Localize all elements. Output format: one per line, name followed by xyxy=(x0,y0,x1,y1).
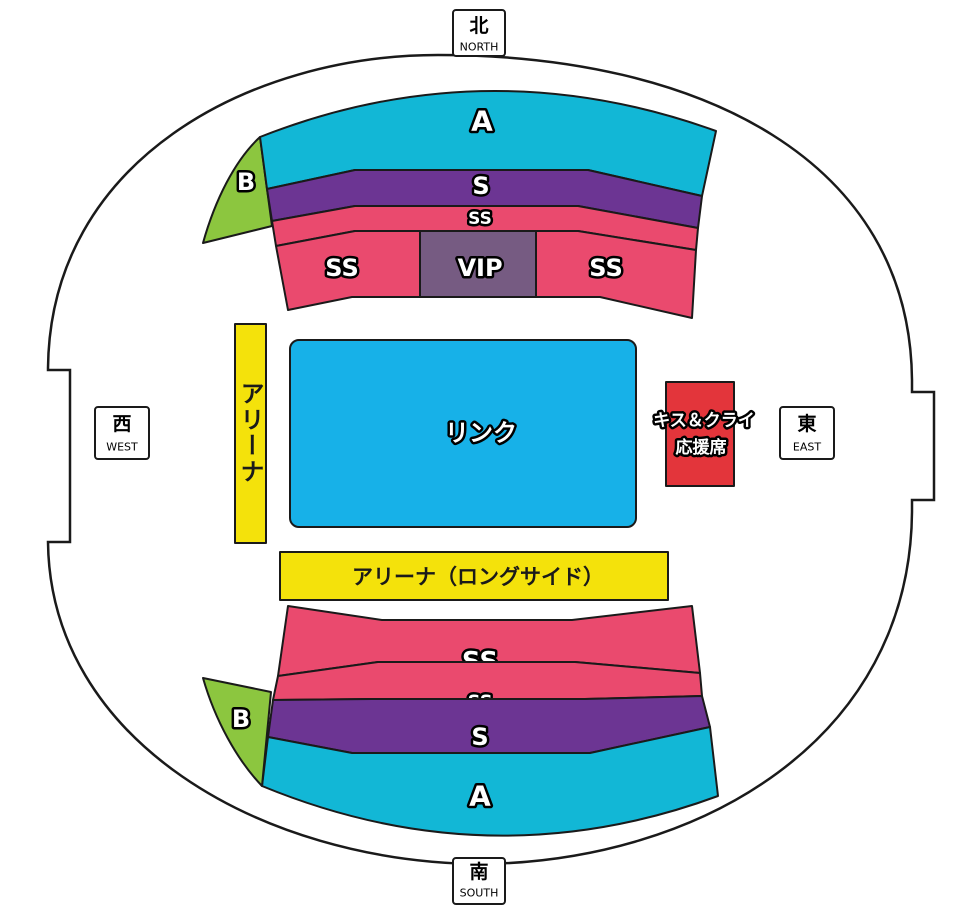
north-section-ss-strip-label: SS xyxy=(468,209,492,229)
north-kanji: 北 xyxy=(469,15,488,37)
north-section-ss-left-label: SS xyxy=(325,254,359,282)
north-section-ss-right[interactable] xyxy=(535,230,697,319)
south-section-s-label: S xyxy=(471,723,488,751)
east-label: EAST xyxy=(793,441,821,454)
west-kanji: 西 xyxy=(112,413,131,435)
east-kanji: 東 xyxy=(797,412,816,435)
south-section-a[interactable] xyxy=(261,726,719,837)
north-section-s-label: S xyxy=(472,172,489,200)
south-marker: 南 SOUTH xyxy=(452,857,506,905)
north-marker: 北 NORTH xyxy=(452,9,506,57)
south-kanji: 南 xyxy=(469,861,488,883)
south-section-a-label: A xyxy=(469,780,491,813)
east-marker: 東 EAST xyxy=(779,406,835,460)
rink xyxy=(289,339,637,528)
north-section-b[interactable] xyxy=(202,136,273,244)
kiss-cry-label-line2: 応援席 xyxy=(676,437,727,458)
arena-long-side-label: アリーナ（ロングサイド） xyxy=(352,565,604,589)
north-label: NORTH xyxy=(460,41,499,54)
north-section-vip-label: VIP xyxy=(457,254,502,282)
north-section-a-label: A xyxy=(471,105,493,138)
west-label: WEST xyxy=(106,441,138,454)
south-label: SOUTH xyxy=(460,887,499,900)
arena-west-label: アリーナ xyxy=(236,381,264,485)
kiss-cry-label-line1: キス＆クライ xyxy=(653,411,755,431)
south-section-b-label: B xyxy=(232,705,250,733)
arena-west[interactable] xyxy=(234,323,267,544)
rink-label: リンク xyxy=(445,419,517,447)
north-section-b-label: B xyxy=(237,168,255,196)
arena-long-side[interactable] xyxy=(279,551,669,601)
west-marker: 西 WEST xyxy=(94,406,150,460)
kiss-cry-section[interactable] xyxy=(665,381,735,487)
south-section-b[interactable] xyxy=(202,677,272,787)
north-section-ss-right-label: SS xyxy=(589,254,623,282)
